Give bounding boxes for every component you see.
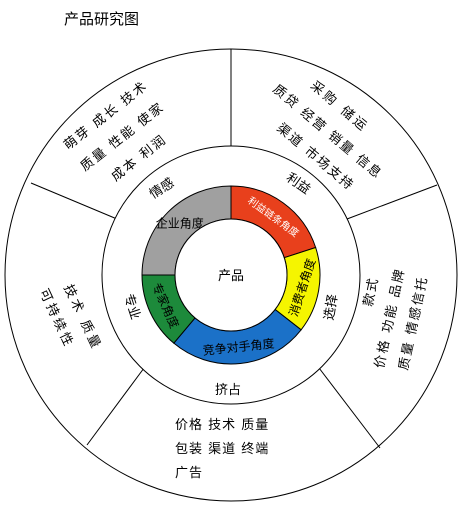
divider-right-upper <box>346 184 438 220</box>
sector-bottom-line-1: 价格 技术 质量 <box>175 417 269 433</box>
inner-segment-label-enterprise: 企业角度 <box>156 216 204 231</box>
middle-label-choice: 选择 <box>322 293 341 321</box>
page-title: 产品研究图 <box>64 10 140 28</box>
divider-left-upper <box>30 182 118 220</box>
center-circle <box>174 218 288 332</box>
sector-bottom-line-2: 包装 渠道 终端 <box>175 441 269 457</box>
inner-segment-label-competitor: 竞争对手角度 <box>202 335 275 357</box>
inner-ring: 企业角度利益链条角度消费者角度竞争对手角度专家角度 <box>141 185 321 365</box>
divider-right-lower <box>315 363 381 449</box>
divider-left-lower <box>86 363 148 446</box>
sector-text-line: 款式 <box>361 275 382 307</box>
sector-bottom-line-3: 广告 <box>175 466 203 481</box>
middle-label-squeeze: 挤占 <box>215 383 241 398</box>
center-label: 产品 <box>218 269 244 284</box>
